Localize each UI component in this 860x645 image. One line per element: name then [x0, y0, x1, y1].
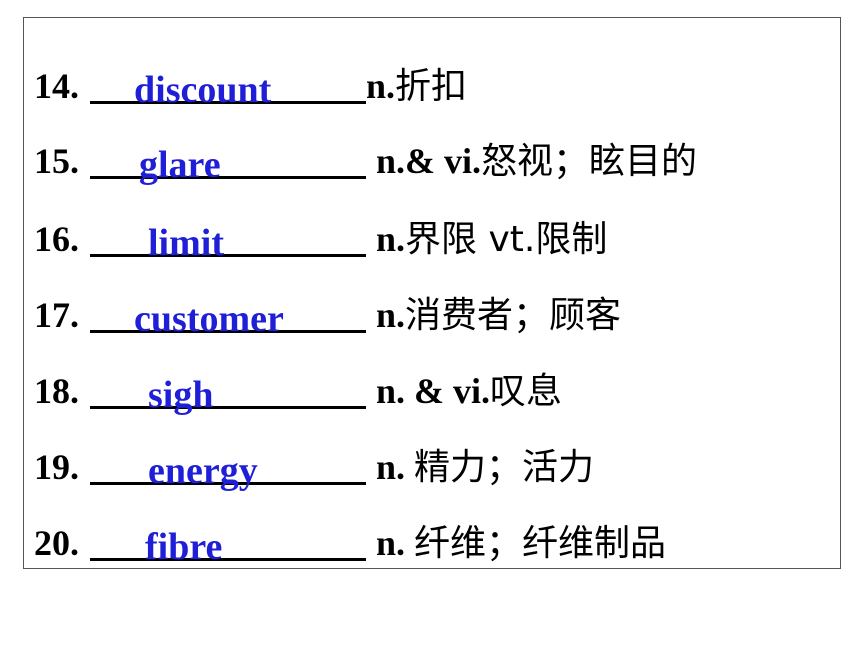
- item-number: 20.: [34, 523, 79, 563]
- answer-word: limit: [148, 222, 224, 264]
- part-of-speech: n.: [376, 295, 406, 335]
- item-number: 18.: [34, 371, 79, 411]
- chinese-meaning: 叹息: [490, 371, 563, 412]
- chinese-meaning: 精力；活力: [414, 447, 595, 488]
- item-number: 19.: [34, 447, 79, 487]
- vocab-row-20: 20. fibre n. 纤维；纤维制品: [34, 511, 834, 571]
- vocab-row-16: 16. limit n.界限 vt.限制: [34, 207, 834, 267]
- part-of-speech: n.: [376, 219, 406, 259]
- answer-blank: [90, 254, 366, 257]
- answer-blank: [90, 482, 366, 485]
- vocab-list: 14. discount n.折扣 15. glare n.& vi.怒视；眩目…: [24, 18, 840, 568]
- answer-word: fibre: [145, 526, 223, 568]
- slide-frame: 14. discount n.折扣 15. glare n.& vi.怒视；眩目…: [23, 17, 841, 569]
- answer-blank: [90, 176, 366, 179]
- definition: n. 纤维；纤维制品: [376, 523, 666, 564]
- item-number: 14.: [34, 66, 79, 106]
- answer-blank: [90, 101, 366, 104]
- part-of-speech: n.: [366, 66, 396, 106]
- answer-word: glare: [139, 144, 221, 186]
- part-of-speech: n. & vi.: [376, 371, 491, 411]
- chinese-meaning: 界限 vt.限制: [405, 219, 608, 260]
- answer-word: discount: [134, 69, 272, 111]
- vocab-row-19: 19. energy n. 精力；活力: [34, 435, 834, 495]
- chinese-meaning: 折扣: [395, 66, 468, 107]
- chinese-meaning: 消费者；顾客: [405, 295, 622, 336]
- definition: n. & vi.叹息: [376, 371, 562, 412]
- part-of-speech: n.: [376, 523, 415, 563]
- chinese-meaning: 纤维；纤维制品: [414, 523, 667, 564]
- answer-word: energy: [148, 450, 258, 492]
- definition: n.界限 vt.限制: [376, 219, 607, 260]
- part-of-speech: n.: [376, 447, 415, 487]
- definition: n.消费者；顾客: [376, 295, 621, 336]
- item-number: 16.: [34, 219, 79, 259]
- item-number: 15.: [34, 141, 79, 181]
- definition: n.折扣: [366, 66, 467, 107]
- answer-blank: [90, 406, 366, 409]
- answer-blank: [90, 330, 366, 333]
- part-of-speech: n.& vi.: [376, 141, 482, 181]
- answer-word: sigh: [148, 374, 214, 416]
- definition: n.& vi.怒视；眩目的: [376, 141, 697, 182]
- definition: n. 精力；活力: [376, 447, 594, 488]
- vocab-row-15: 15. glare n.& vi.怒视；眩目的: [34, 129, 834, 189]
- vocab-row-17: 17. customer n.消费者；顾客: [34, 283, 834, 343]
- item-number: 17.: [34, 295, 79, 335]
- answer-blank: [90, 558, 366, 561]
- answer-word: customer: [134, 298, 284, 340]
- chinese-meaning: 怒视；眩目的: [481, 141, 698, 182]
- vocab-row-14: 14. discount n.折扣: [34, 54, 834, 114]
- vocab-row-18: 18. sigh n. & vi.叹息: [34, 359, 834, 419]
